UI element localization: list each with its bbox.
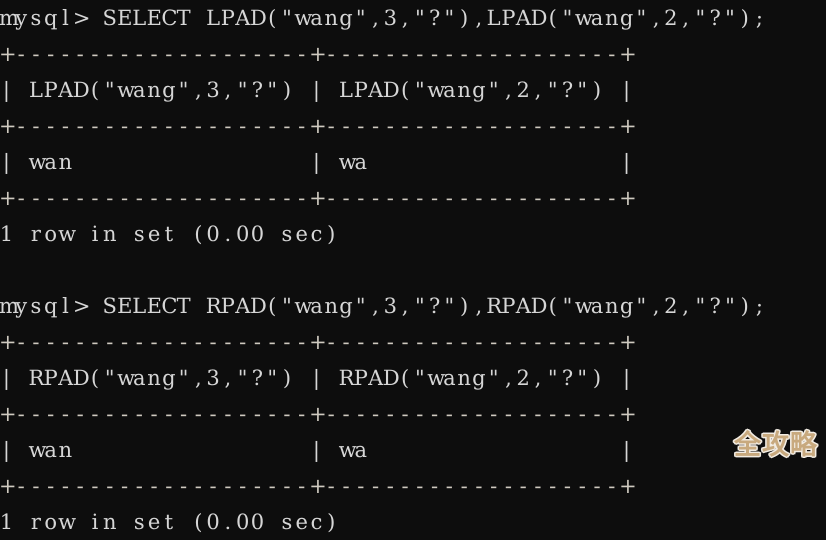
table-header-row-lpad: | LPAD("wang",3,"?") | LPAD("wang",2,"?"…	[2, 78, 631, 102]
table-bottom-rule-rpad: +--------------------+------------------…	[0, 474, 637, 498]
table-bottom-rule-lpad: +--------------------+------------------…	[0, 186, 637, 210]
table-mid-rule-rpad: +--------------------+------------------…	[0, 402, 637, 426]
table-mid-rule-lpad: +--------------------+------------------…	[0, 114, 637, 138]
table-data-row-lpad: | wan | wa |	[2, 150, 631, 174]
table-top-rule-rpad: +--------------------+------------------…	[0, 330, 637, 354]
blank-separator	[0, 252, 826, 288]
table-header-row-rpad: | RPAD("wang",3,"?") | RPAD("wang",2,"?"…	[2, 366, 631, 390]
table-data-row-rpad: | wan | wa |	[2, 438, 631, 462]
table-top-rule-lpad: +--------------------+------------------…	[0, 42, 637, 66]
watermark-logo: 全攻略	[734, 430, 818, 461]
